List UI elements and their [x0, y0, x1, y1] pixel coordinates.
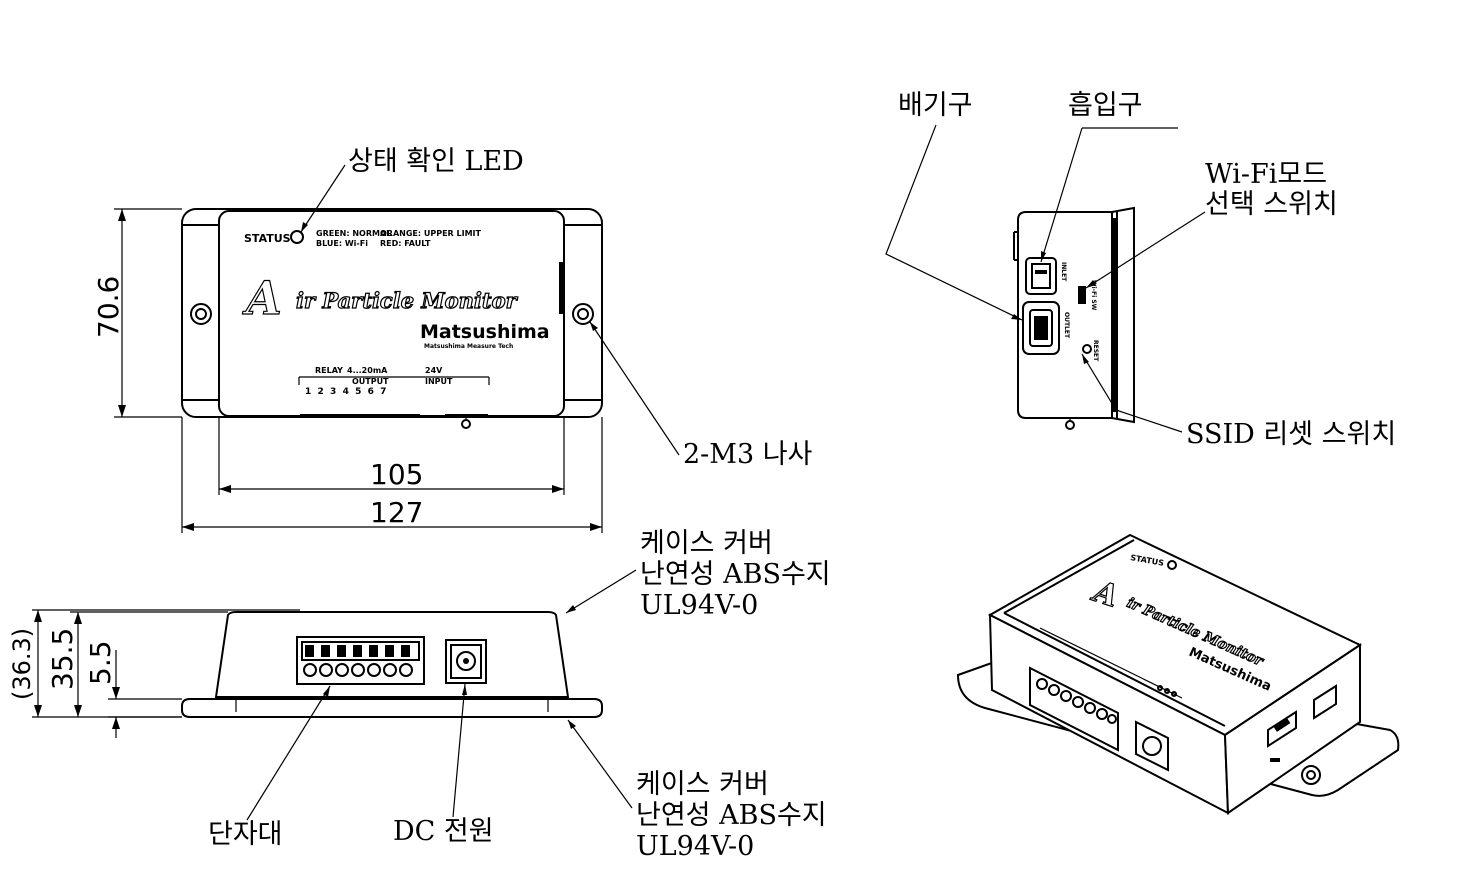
wifi-mode-switch — [1078, 286, 1086, 304]
dim-total-height: (36.3) — [8, 628, 36, 700]
top-dimensions: 105 127 70.6 — [92, 208, 603, 533]
brand-sub: Matsushima Measure Tech — [424, 343, 513, 350]
label-terminal-block: 단자대 — [208, 819, 283, 850]
ssid-reset-switch — [1082, 344, 1092, 354]
output-label: OUTPUT — [352, 377, 389, 386]
port-inlet-tag: INLET — [1060, 262, 1067, 282]
reset-tag: RESET — [1092, 340, 1099, 362]
dim-outer-width: 127 — [370, 496, 423, 529]
terminal-screws — [303, 663, 413, 677]
legend-blue: BLUE: Wi-Fi — [316, 239, 368, 248]
legend-green: GREEN: NORMAL — [316, 229, 391, 238]
dim-height: 70.6 — [92, 276, 125, 338]
label-ssid-reset: SSID 리셋 스위치 — [1186, 419, 1396, 450]
terminal-numbers: 1 2 3 4 5 6 7 — [305, 387, 386, 397]
label-case-cover-top-3: UL94V-0 — [640, 590, 758, 621]
logo-text: ir Particle Monitor — [296, 288, 519, 313]
logo-initial: A — [242, 271, 282, 325]
status-led — [290, 230, 304, 244]
dim-flange-height: 5.5 — [84, 640, 117, 685]
legend-orange: ORANGE: UPPER LIMIT — [380, 229, 482, 238]
top-view: STATUS GREEN: NORMAL BLUE: Wi-Fi ORANGE:… — [181, 208, 603, 429]
isometric-view: STATUS A ir Particle Monitor Matsushima — [956, 533, 1400, 815]
label-screw: 2-M3 나사 — [683, 439, 813, 470]
front-dimensions: (36.3) 35.5 5.5 — [8, 609, 300, 738]
switch-tag: Wi-Fi SW — [1090, 280, 1097, 311]
label-case-cover-bottom-1: 케이스 커버 — [636, 769, 769, 800]
screw-hole-left — [190, 303, 212, 325]
screw-hole-right — [572, 303, 594, 325]
label-case-cover-bottom-2: 난연성 ABS수지 — [636, 800, 827, 831]
port-outlet-tag: OUTLET — [1063, 312, 1070, 339]
label-dc-power: DC 전원 — [393, 816, 494, 847]
front-view — [181, 611, 603, 718]
relay-label: RELAY — [315, 366, 343, 375]
label-case-cover-top-2: 난연성 ABS수지 — [640, 559, 831, 590]
input-label: INPUT — [425, 377, 453, 386]
label-status-led: 상태 확인 LED — [348, 146, 524, 177]
terminal-slots — [305, 645, 410, 657]
label-wifi-switch-line2: 선택 스위치 — [1205, 189, 1338, 220]
label-exhaust: 배기구 — [898, 90, 973, 121]
dim-body-height: 35.5 — [46, 628, 79, 690]
label-case-cover-top-1: 케이스 커버 — [640, 528, 773, 559]
iso-terminal-screws — [1036, 678, 1117, 724]
label-wifi-switch-line1: Wi-Fi모드 — [1205, 159, 1327, 190]
brand-name: Matsushima — [420, 321, 550, 343]
dim-inner-width: 105 — [370, 458, 423, 491]
side-view: INLET OUTLET Wi-Fi SW RESET — [1013, 206, 1135, 430]
label-intake: 흡입구 — [1068, 90, 1143, 121]
voltage-label: 24V — [425, 366, 443, 375]
current-label: 4...20mA — [347, 366, 388, 375]
legend-red: RED: FAULT — [380, 239, 431, 248]
label-case-cover-bottom-3: UL94V-0 — [636, 831, 754, 862]
status-text: STATUS — [244, 232, 291, 245]
